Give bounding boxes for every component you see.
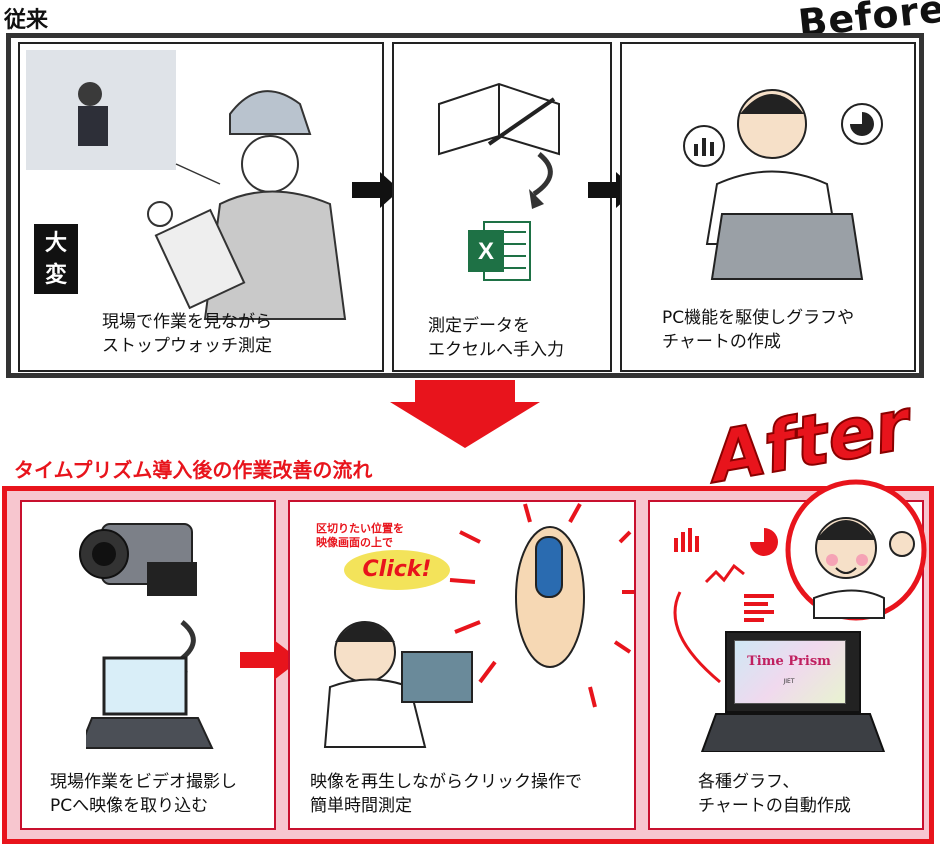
excel-letter: X <box>478 238 494 265</box>
bar-chart-icon <box>674 528 699 552</box>
list-chart-icon <box>744 594 774 622</box>
after-panel-2: 映像を再生しながらクリック操作で 簡単時間測定 <box>288 500 636 830</box>
before-panel-3-text: PC機能を駆使しグラフや チャートの作成 <box>662 308 855 352</box>
before-panel-2: X 測定データを エクセルへ手入力 <box>392 42 612 372</box>
click-instruction-note: 区切りたい位置を 映像画面の上で <box>316 522 404 549</box>
before-section-label: 従来 <box>4 8 49 33</box>
time-prism-screen <box>734 640 846 704</box>
laptop-icon <box>86 656 214 749</box>
clicking-man-illustration <box>323 503 634 748</box>
before-panel-2-text: 測定データを エクセルへ手入力 <box>428 316 564 360</box>
right-arrow-icon <box>240 640 300 680</box>
after-panel-1: 現場作業をビデオ撮影し PCへ映像を取り込む <box>20 500 276 830</box>
confused-man-illustration <box>683 89 883 280</box>
after-section-title: タイムプリズム導入後の作業改善の流れ <box>14 458 373 482</box>
worker-measuring-illustration <box>26 50 347 320</box>
happy-man-avatar <box>785 479 927 621</box>
before-panel-1-text: 現場で作業を見ながら ストップウォッチ測定 <box>102 312 272 356</box>
time-prism-subtitle: JIET <box>783 678 795 685</box>
excel-icon: X <box>468 221 531 281</box>
notebook-icon <box>438 82 560 209</box>
time-prism-title: Time Prism <box>747 654 831 669</box>
right-arrow-icon <box>352 172 400 208</box>
down-arrow-icon <box>390 380 540 448</box>
line-chart-icon <box>704 563 745 584</box>
after-panel-1-text: 現場作業をビデオ撮影し PCへ映像を取り込む <box>50 772 237 816</box>
pie-chart-icon <box>750 528 778 556</box>
video-camera-icon <box>79 523 197 677</box>
after-panel-3-text: 各種グラフ、 チャートの自動作成 <box>698 772 851 816</box>
before-panel-1: 大 変 現場で作業を見ながら ストップウォッチ測定 <box>18 42 384 372</box>
taihen-badge: 大 変 <box>34 224 78 294</box>
before-panel-3: PC機能を駆使しグラフや チャートの作成 <box>620 42 916 372</box>
click-bubble: Click! <box>344 550 450 590</box>
after-panel-2-text: 映像を再生しながらクリック操作で 簡単時間測定 <box>310 772 582 816</box>
